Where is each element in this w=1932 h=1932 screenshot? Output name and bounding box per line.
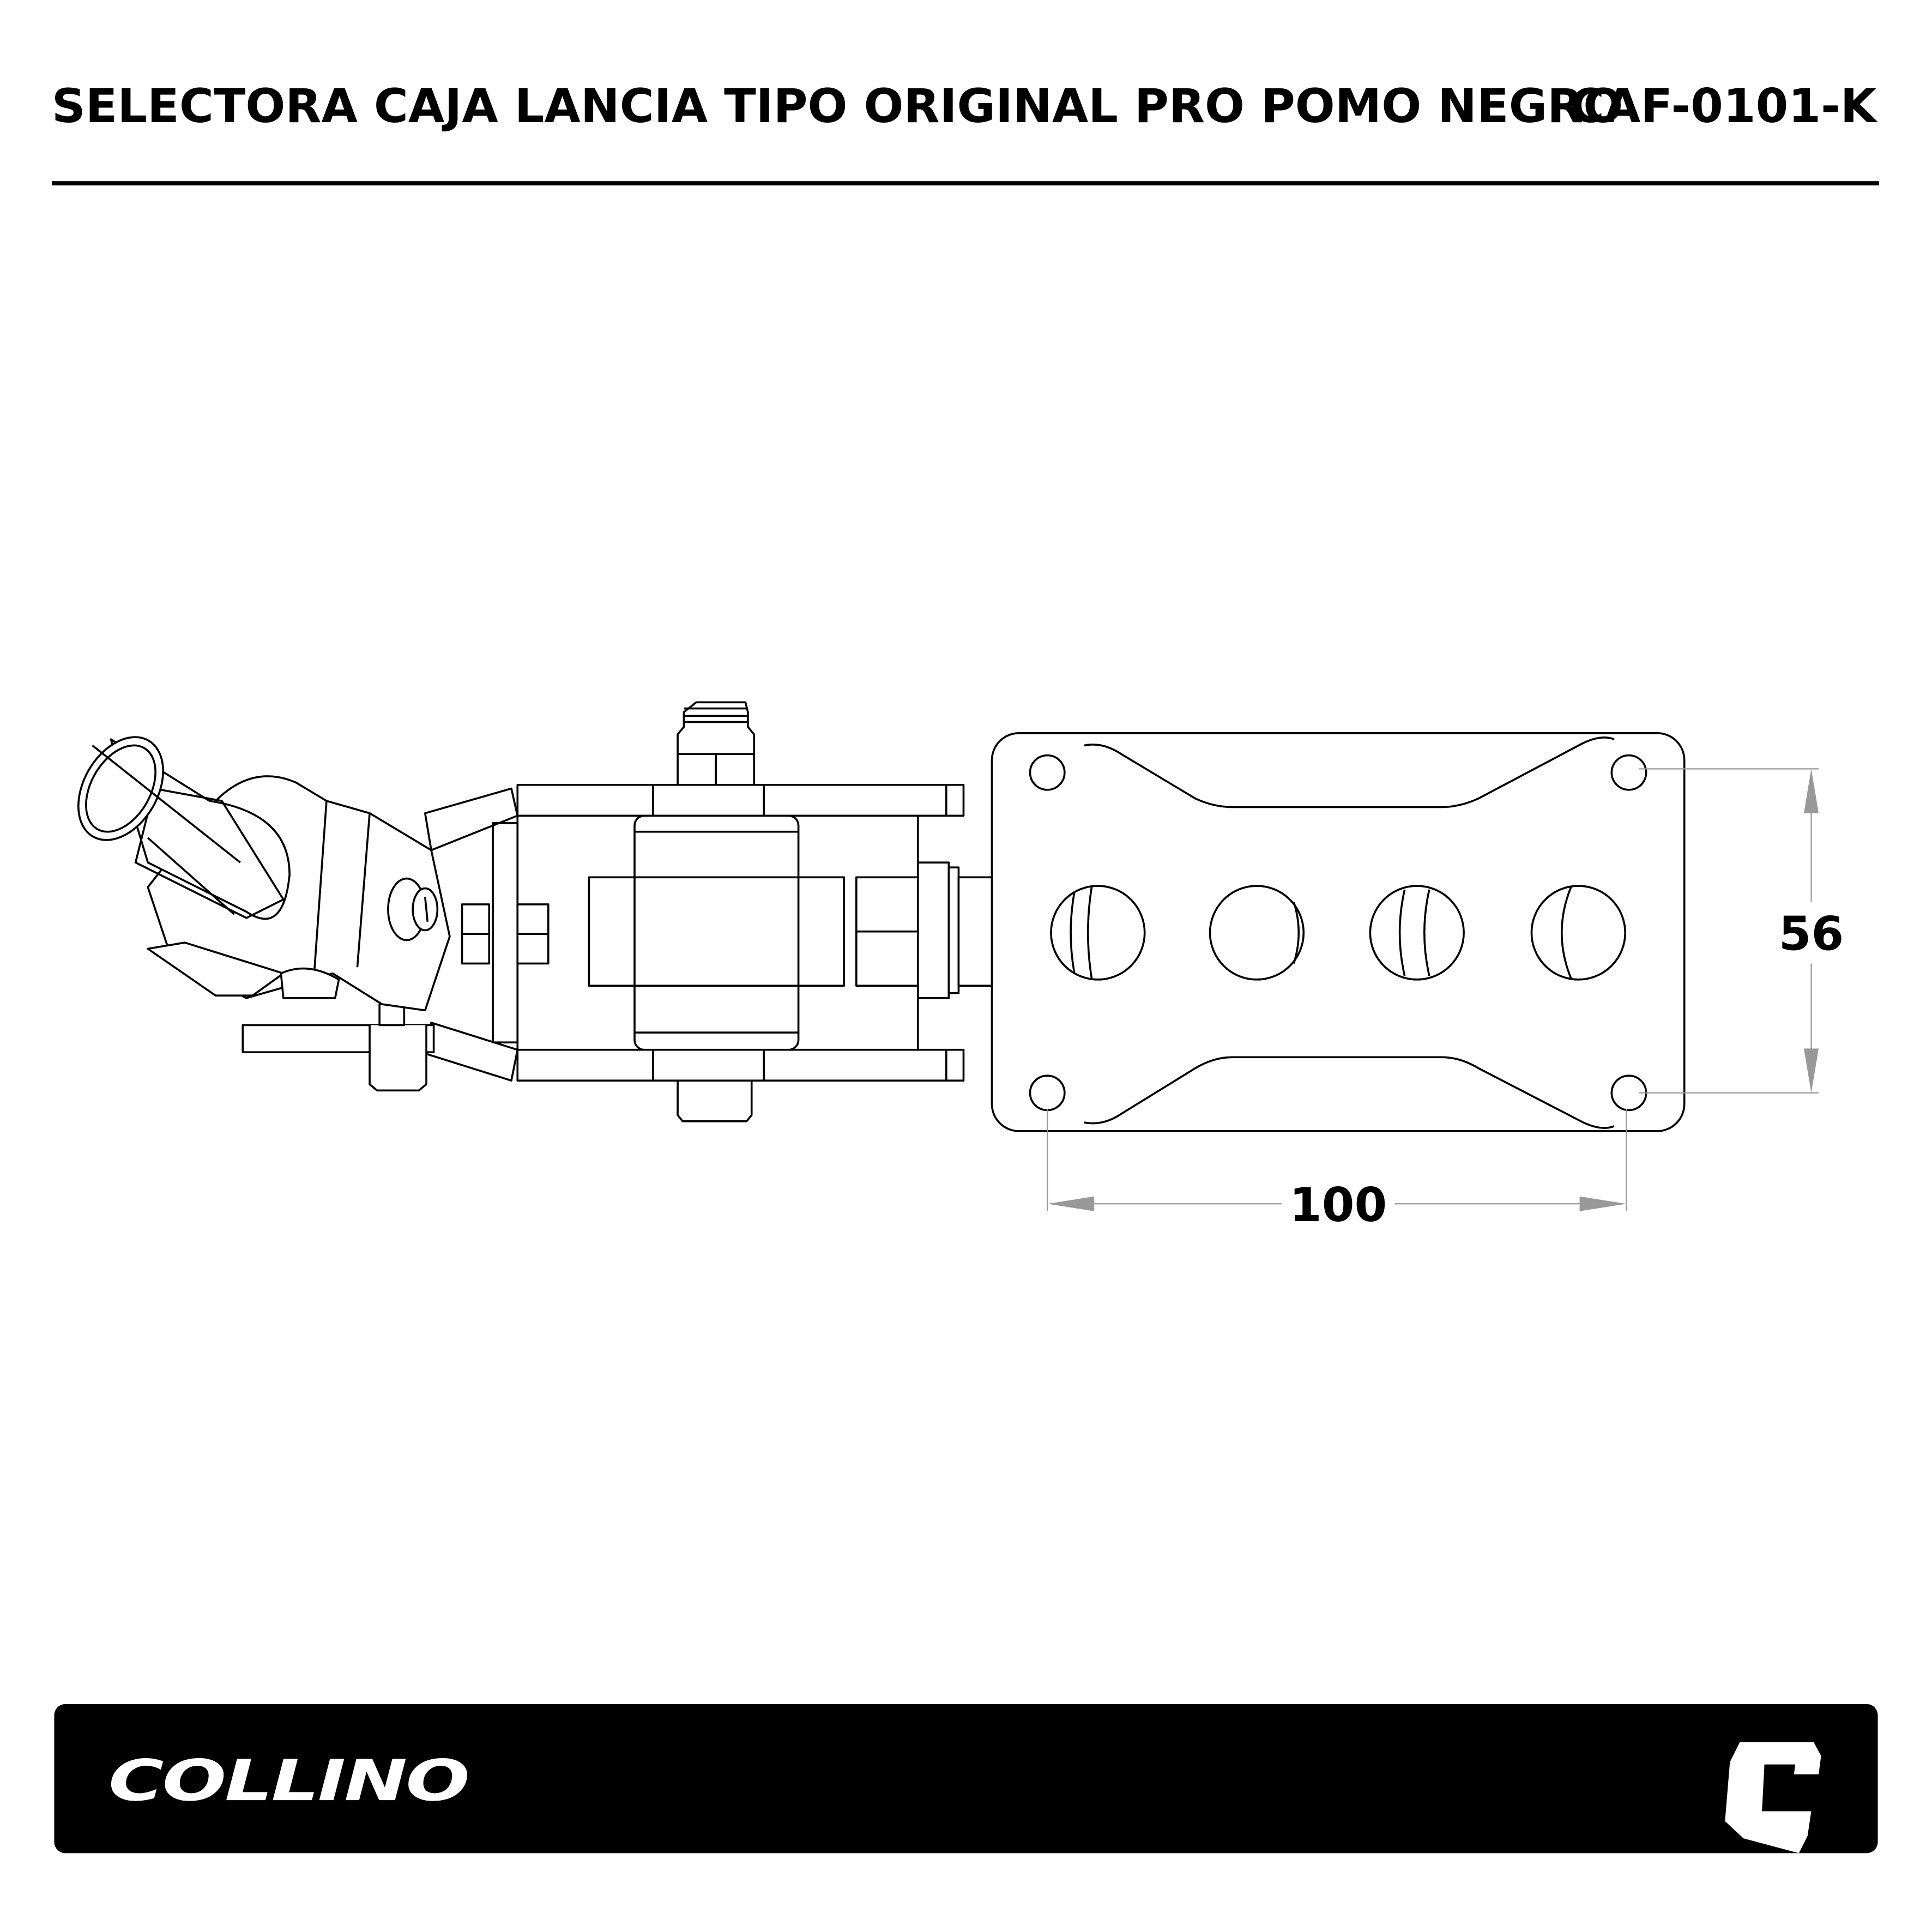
- header-rule: [51, 181, 1879, 186]
- brand-logo: COLLINO: [108, 1748, 468, 1814]
- mount-hole: [1029, 754, 1066, 791]
- mount-hole: [1610, 754, 1647, 791]
- product-title: SELECTORA CAJA LANCIA TIPO ORIGINAL PRO …: [52, 79, 1623, 134]
- brand-c-logo-icon: C: [1725, 1742, 1821, 1853]
- gate-hole: [1369, 885, 1465, 981]
- dimension-label-56: 56: [1779, 907, 1844, 962]
- gate-hole: [1050, 885, 1146, 981]
- product-code: CAF-0101-K: [1570, 79, 1879, 134]
- footer-brand-bar: COLLINO C: [54, 1704, 1878, 1853]
- gate-hole: [1209, 885, 1305, 981]
- mounting-plate: [991, 732, 1686, 1132]
- shifter-mechanism: [77, 701, 993, 1122]
- dimension-100: 100: [1047, 1109, 1627, 1233]
- gate-hole: [1530, 885, 1627, 981]
- mount-hole: [1029, 1074, 1066, 1112]
- dimension-56: 56: [1639, 768, 1844, 1094]
- dimension-label-100: 100: [1289, 1178, 1387, 1233]
